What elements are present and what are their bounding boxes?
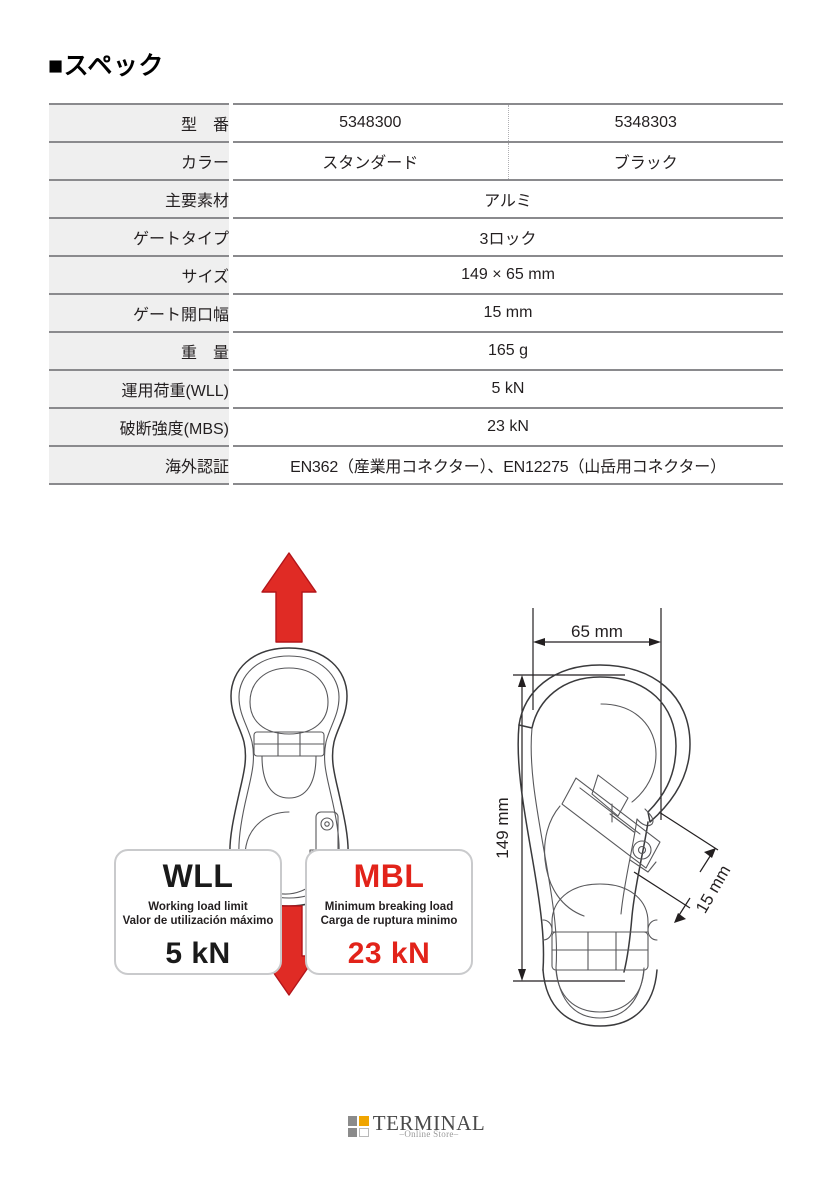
wll-badge-subtitle-es: Valor de utilización máximo	[122, 915, 274, 928]
row-label-working-load-limit: 運用荷重(WLL)	[49, 370, 229, 409]
mbl-badge-subtitle-en: Minimum breaking load	[324, 901, 454, 913]
row-value-gate-type: 3ロック	[233, 218, 783, 257]
logo-tagline: –Online Store–	[399, 1129, 459, 1139]
column-gap	[229, 104, 233, 142]
row-value-weight: 165 g	[233, 332, 783, 371]
table-row: ゲート開口幅 15 mm	[49, 294, 783, 333]
row-value-model-number-standard: 5348300	[233, 103, 509, 143]
up-load-arrow-icon	[261, 552, 317, 643]
table-row: 重 量 165 g	[49, 332, 783, 371]
carabiner-front-view	[229, 647, 349, 907]
mbl-badge-code: MBL	[353, 858, 425, 894]
logo-squares-icon	[347, 1116, 369, 1137]
gate-opening-dimension-label: 15 mm	[692, 862, 734, 917]
mbl-badge-subtitle-es: Carga de ruptura minimo	[320, 915, 458, 928]
row-label-color: カラー	[49, 142, 229, 181]
row-label-certification: 海外認証	[49, 446, 229, 485]
column-gap	[229, 408, 233, 446]
row-label-gate-type: ゲートタイプ	[49, 218, 229, 257]
row-value-certification: EN362（産業用コネクター）、EN12275（山岳用コネクター）	[233, 446, 783, 485]
row-value-color-standard: スタンダード	[233, 142, 509, 181]
row-value-material: アルミ	[233, 180, 783, 219]
row-value-working-load-limit: 5 kN	[233, 370, 783, 409]
table-row: 運用荷重(WLL) 5 kN	[49, 370, 783, 409]
height-dimension: 149 mm	[493, 674, 625, 982]
figures-svg: .ln { fill:none; stroke:#3a3a3c; stroke-…	[229, 552, 734, 1027]
row-value-color-black: ブラック	[508, 142, 783, 181]
height-dimension-label: 149 mm	[493, 797, 512, 858]
row-label-breaking-strength: 破断強度(MBS)	[49, 408, 229, 447]
table-row: カラー スタンダード ブラック	[49, 142, 783, 181]
table-row: 型 番 5348300 5348303	[49, 103, 783, 143]
column-gap	[229, 446, 233, 484]
column-gap	[229, 370, 233, 408]
row-value-model-number-black: 5348303	[508, 103, 783, 143]
row-value-gate-opening: 15 mm	[233, 294, 783, 333]
spec-table: 型 番 5348300 5348303 カラー スタンダード ブラック 主要素材…	[49, 103, 783, 485]
row-label-weight: 重 量	[49, 332, 229, 371]
column-gap	[229, 332, 233, 370]
terminal-logo: TERMINAL –Online Store–	[347, 1113, 486, 1139]
product-figures: .ln { fill:none; stroke:#3a3a3c; stroke-…	[0, 520, 833, 1040]
row-value-breaking-strength: 23 kN	[233, 408, 783, 447]
table-row: サイズ 149 × 65 mm	[49, 256, 783, 295]
logo-square-top-left	[347, 1116, 358, 1126]
gate-opening-dimension: 15 mm	[633, 811, 734, 923]
column-gap	[229, 294, 233, 332]
row-label-model-number: 型 番	[49, 103, 229, 143]
wll-badge-subtitle-en: Working load limit	[148, 901, 248, 913]
row-value-size: 149 × 65 mm	[233, 256, 783, 295]
width-dimension: 65 mm	[532, 608, 662, 820]
dimension-diagram: 65 mm 149 mm 15 mm	[493, 608, 734, 1027]
spec-table-body: 型 番 5348300 5348303 カラー スタンダード ブラック 主要素材…	[49, 103, 783, 485]
mbl-badge-value: 23 kN	[347, 936, 431, 970]
swivel-eye	[542, 883, 658, 1027]
logo-square-top-right	[359, 1116, 369, 1126]
wll-badge-value: 5 kN	[165, 936, 231, 970]
mbl-badge: MBL Minimum breaking load Carga de ruptu…	[305, 849, 473, 975]
carabiner-side-view	[517, 664, 691, 1027]
logo-square-bottom-right	[359, 1127, 369, 1137]
row-label-gate-opening: ゲート開口幅	[49, 294, 229, 333]
wll-badge-code: WLL	[162, 858, 234, 894]
wll-badge-subtitle: Working load limit Valor de utilización …	[116, 900, 280, 929]
table-row: 主要素材 アルミ	[49, 180, 783, 219]
heading-text: スペック	[63, 52, 164, 80]
row-label-material: 主要素材	[49, 180, 229, 219]
table-row: ゲートタイプ 3ロック	[49, 218, 783, 257]
gate-lock-assembly	[561, 774, 661, 873]
column-gap	[229, 256, 233, 294]
table-row: 海外認証 EN362（産業用コネクター）、EN12275（山岳用コネクター）	[49, 446, 783, 485]
logo-square-bottom-left	[347, 1127, 358, 1137]
column-gap	[229, 180, 233, 218]
heading-bullet-icon: ■	[48, 52, 64, 80]
column-gap	[229, 218, 233, 256]
wll-badge: WLL Working load limit Valor de utilizac…	[114, 849, 282, 975]
logo-text: TERMINAL –Online Store–	[373, 1113, 486, 1139]
width-dimension-label: 65 mm	[571, 622, 623, 641]
table-row: 破断強度(MBS) 23 kN	[49, 408, 783, 447]
column-gap	[229, 142, 233, 180]
page-title: ■スペック	[48, 54, 164, 79]
footer: TERMINAL –Online Store–	[0, 1113, 833, 1139]
row-label-size: サイズ	[49, 256, 229, 295]
logo-brand-name: TERMINAL	[372, 1111, 486, 1135]
mbl-badge-subtitle: Minimum breaking load Carga de ruptura m…	[307, 900, 471, 929]
